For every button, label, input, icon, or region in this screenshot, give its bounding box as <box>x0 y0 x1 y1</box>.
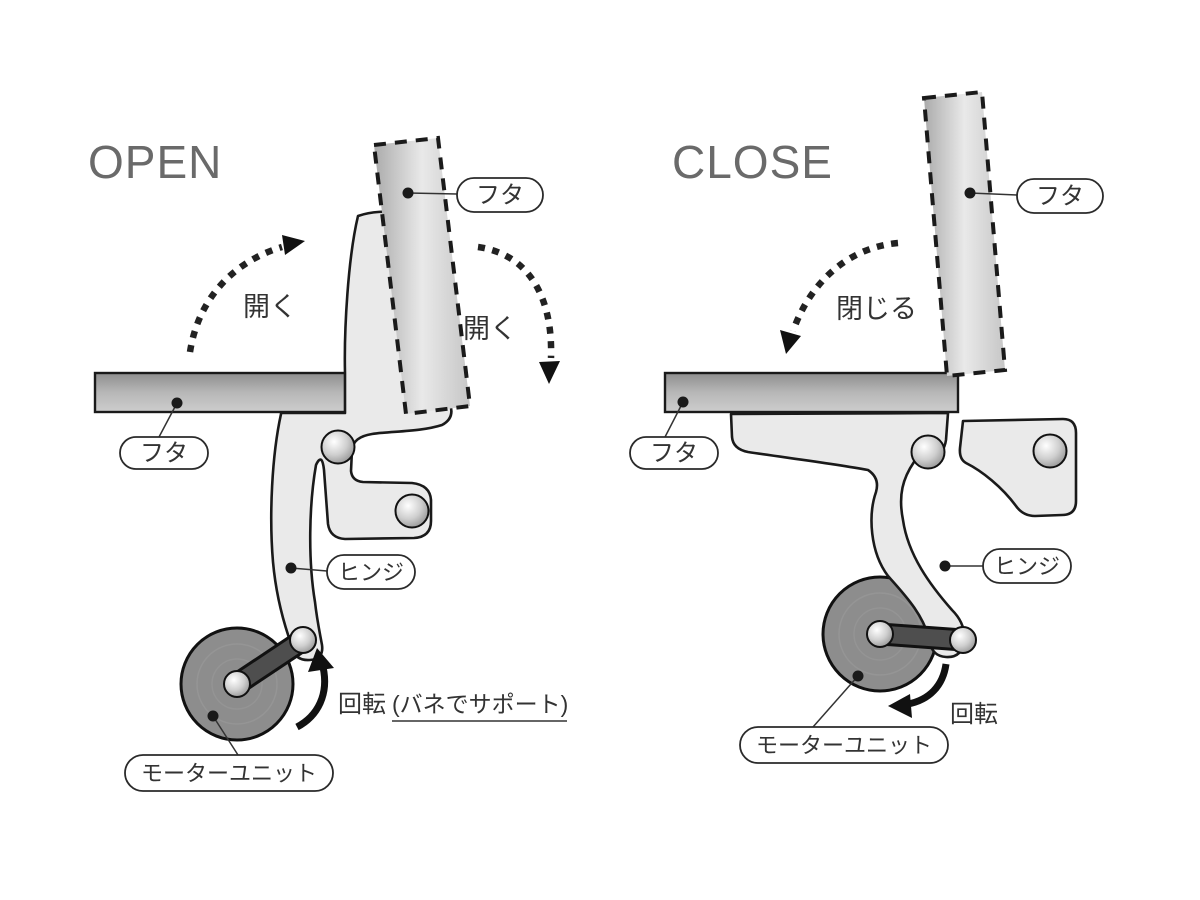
open-title: OPEN <box>88 136 222 188</box>
open-lid-closed-position <box>93 371 352 414</box>
open-hinge-callout: ヒンジ <box>285 554 416 590</box>
close-swing-arrow <box>789 239 899 333</box>
open-lid-left-callout-dot <box>171 397 183 409</box>
open-rotation-label: 回転 <box>338 691 386 718</box>
open-hinge-callout-dot <box>285 562 297 574</box>
open-lever-end-sphere <box>289 626 317 654</box>
open-swing-arrow-right <box>477 243 555 359</box>
open-lid-open-position <box>371 135 473 417</box>
close-pivot-sphere-right <box>1032 433 1068 469</box>
close-lid-open-position <box>921 89 1008 379</box>
close-swing-label: 閉じる <box>836 294 917 324</box>
open-motor-label: モーターユニット <box>141 761 317 786</box>
open-lid-left-label: フタ <box>140 440 188 467</box>
close-motor-callout-dot <box>852 670 864 682</box>
close-motor-shaft-sphere <box>866 620 894 648</box>
open-lid-left-callout: フタ <box>119 397 209 470</box>
close-hinge-label: ヒンジ <box>994 554 1060 579</box>
close-lid-left-callout-dot <box>677 396 689 408</box>
close-lid-top-callout: フタ <box>964 178 1104 214</box>
close-diagram: CLOSE 閉じる 回転 <box>629 89 1104 764</box>
open-motor-ring <box>196 643 278 725</box>
open-hinge-label: ヒンジ <box>338 560 404 585</box>
open-swing-right-label: 開く <box>463 314 517 344</box>
close-lid-closed-position <box>663 371 960 414</box>
open-swing-arrow-right-head <box>539 361 560 384</box>
close-swing-arrow-head <box>780 330 801 354</box>
open-swing-left-label: 開く <box>243 292 297 322</box>
open-motor-callout: モーターユニット <box>124 710 334 792</box>
open-pivot-sphere-lower <box>394 493 430 529</box>
close-rotation-label: 回転 <box>950 701 998 728</box>
open-rotation-arrow <box>295 666 329 731</box>
close-lid-left-label: フタ <box>650 440 698 467</box>
open-lid-top-label: フタ <box>476 182 524 209</box>
close-lid-top-callout-dot <box>964 187 976 199</box>
open-pivot-sphere-upper <box>320 429 356 465</box>
open-motor-callout-dot <box>207 710 219 722</box>
open-rotation-note: (バネでサポート) <box>392 691 568 717</box>
open-lid-top-callout: フタ <box>402 177 544 213</box>
close-lid-left-callout: フタ <box>629 396 719 470</box>
close-lever-end-sphere <box>949 626 977 654</box>
close-lid-top-label: フタ <box>1036 183 1084 210</box>
open-lid-top-callout-dot <box>402 187 414 199</box>
close-motor-label: モーターユニット <box>756 733 932 758</box>
close-rotation-arrow-head <box>888 694 912 718</box>
close-motor-callout: モーターユニット <box>739 670 949 764</box>
close-hinge-callout: ヒンジ <box>939 548 1072 584</box>
close-title: CLOSE <box>672 136 833 188</box>
open-rotation-arrow-head <box>308 648 334 672</box>
open-motor-ring-inner <box>211 658 263 710</box>
close-pivot-sphere-left <box>910 434 946 470</box>
open-diagram: OPEN 開く 開く 回転 ( <box>88 135 568 792</box>
open-motor-shaft-sphere <box>223 670 251 698</box>
close-hinge-body <box>729 411 966 659</box>
close-hinge-callout-dot <box>939 560 951 572</box>
close-rotation-arrow <box>907 663 950 708</box>
close-hook-bracket <box>958 417 1078 518</box>
open-swing-arrow-left <box>186 243 283 353</box>
open-swing-arrow-left-head <box>282 235 305 255</box>
